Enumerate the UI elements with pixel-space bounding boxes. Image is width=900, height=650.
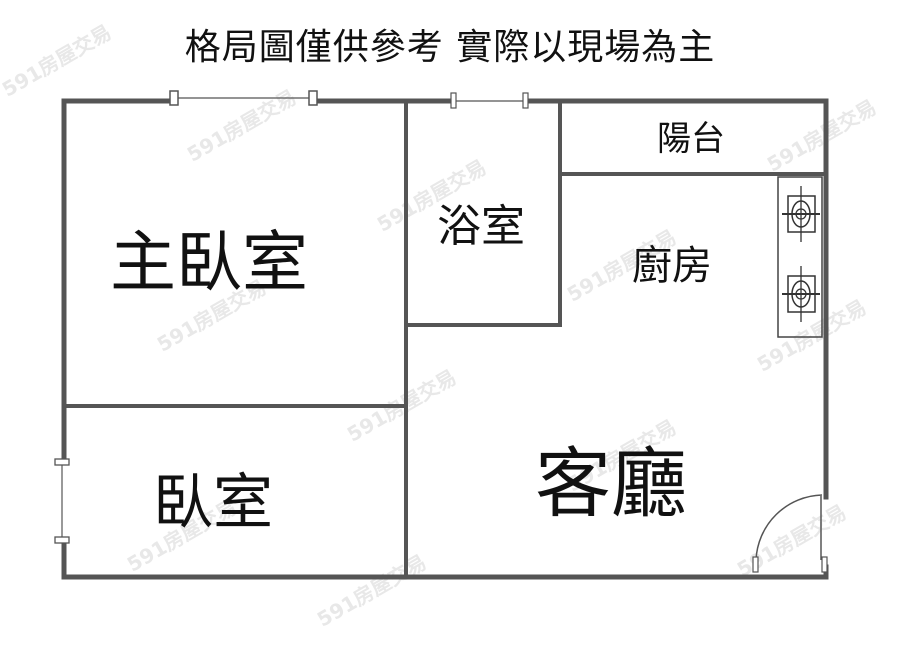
- window-left: [54, 458, 70, 544]
- disclaimer-title: 格局圖僅供參考 實際以現場為主: [184, 27, 716, 68]
- window-top-left: [169, 90, 318, 106]
- room-label-kitchen: 廚房: [632, 243, 712, 289]
- wall-bathroom: [408, 99, 562, 327]
- stove-burner-icon: [782, 186, 820, 242]
- entrance-door: [752, 494, 828, 573]
- room-label-living-room: 客廳: [535, 439, 687, 528]
- stove-counter: [777, 176, 823, 338]
- room-label-bedroom: 臥室: [153, 468, 273, 538]
- window-top-mid: [450, 92, 529, 109]
- stove-burner-icon: [782, 266, 820, 322]
- room-label-master-bedroom: 主臥室: [110, 224, 308, 301]
- room-label-bathroom: 浴室: [437, 201, 525, 252]
- room-label-balcony: 陽台: [657, 119, 725, 159]
